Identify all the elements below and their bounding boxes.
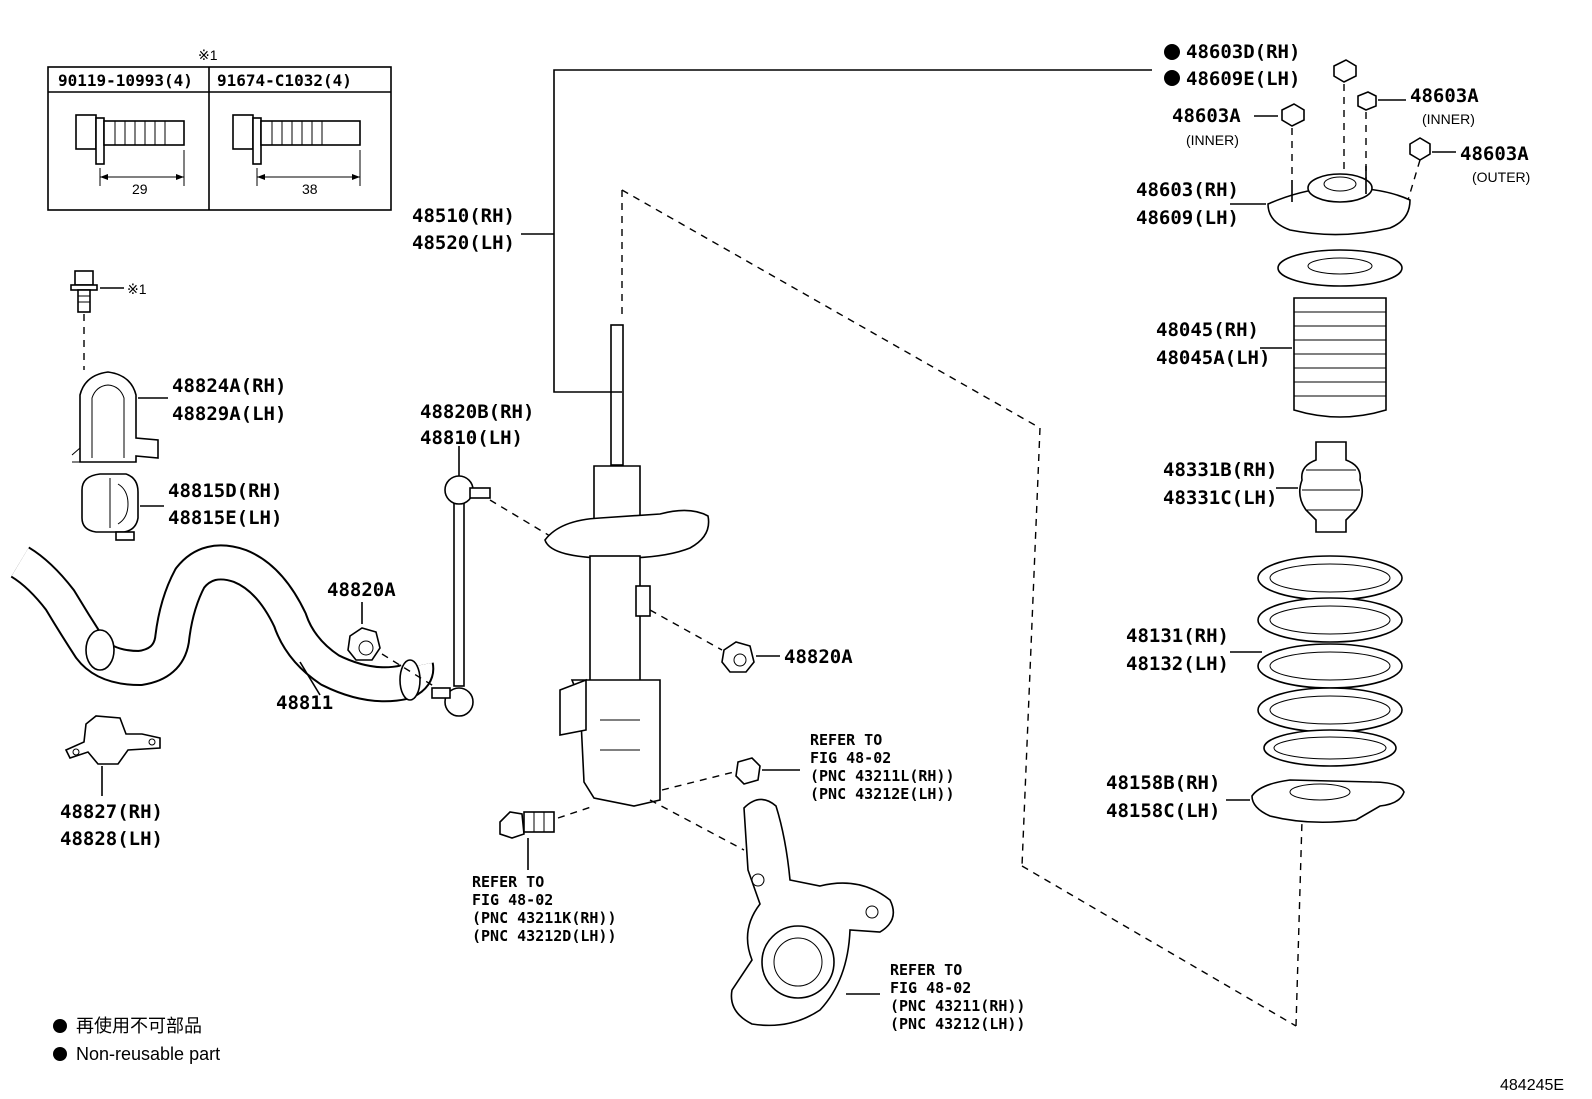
label-inner-left-note: (INNER) (1186, 132, 1239, 148)
label-48520-lh: 48520(LH) (412, 232, 515, 254)
label-48603a-inner-left: 48603A (1172, 105, 1241, 127)
label-48158c-lh: 48158C(LH) (1106, 800, 1220, 822)
nut-48820a-right-icon (721, 641, 755, 673)
stabilizer-bushing-icon (81, 473, 139, 541)
stabilizer-link-icon (431, 475, 491, 717)
stabilizer-bracket-lower-icon (64, 715, 161, 765)
label-48815e-lh: 48815E(LH) (168, 507, 282, 529)
mount-nut-center-icon (1333, 59, 1357, 83)
bolt-table-col2-part: 91674-C1032(4) (217, 71, 352, 90)
label-48603d-rh: 48603D(RH) (1186, 41, 1300, 63)
coil-spring-icon (1257, 555, 1403, 767)
bolt-29-icon (75, 114, 185, 186)
legend-text-jp: 再使用不可部品 (76, 1016, 202, 1036)
label-48820a-right: 48820A (784, 646, 853, 668)
label-48820b-rh: 48820B(RH) (420, 401, 534, 423)
label-48331b-rh: 48331B(RH) (1163, 459, 1277, 481)
strut-assembly-icon (544, 324, 710, 807)
stabilizer-bracket-upper-icon (71, 371, 159, 463)
stabilizer-bolt-icon (70, 270, 98, 370)
label-48815d-rh: 48815D(RH) (168, 480, 282, 502)
strut-mount-icon (1267, 166, 1411, 236)
label-inner-right-note: (INNER) (1422, 111, 1475, 127)
bolt-table: ※1 90119-10993(4) 91674-C1032(4) 29 (47, 47, 392, 211)
label-48810-lh: 48810(LH) (420, 427, 523, 449)
ref-bolt-line4: (PNC 43212D(LH)) (472, 927, 617, 945)
mount-nut-inner-left-icon (1281, 103, 1305, 127)
label-48824a-rh: 48824A(RH) (172, 375, 286, 397)
label-48510-rh: 48510(RH) (412, 205, 515, 227)
non-reusable-dot-1 (1164, 44, 1180, 60)
bolt-table-col1-length: 29 (132, 181, 148, 197)
stabilizer-bolt-note: ※1 (127, 281, 147, 297)
figure-id: 484245E (1500, 1077, 1564, 1094)
legend-text-en: Non-reusable part (76, 1044, 220, 1064)
label-48603a-inner-right: 48603A (1410, 85, 1479, 107)
ref-upper-line2: FIG 48-02 (810, 749, 891, 767)
stabilizer-bar-icon (10, 544, 435, 703)
spring-boot-icon (1277, 249, 1403, 418)
ref-upper-line1: REFER TO (810, 731, 882, 749)
ref-knuckle-line1: REFER TO (890, 961, 962, 979)
mount-nut-outer-icon (1409, 137, 1431, 161)
label-48827-rh: 48827(RH) (60, 801, 163, 823)
strut-nut-icon (735, 757, 761, 785)
label-48132-lh: 48132(LH) (1126, 653, 1229, 675)
legend-dot-en (53, 1047, 67, 1061)
ref-bolt-line2: FIG 48-02 (472, 891, 553, 909)
mount-nut-inner-right-icon (1357, 91, 1377, 111)
label-48828-lh: 48828(LH) (60, 828, 163, 850)
ref-knuckle-line3: (PNC 43211(RH)) (890, 997, 1025, 1015)
label-outer-note: (OUTER) (1472, 169, 1530, 185)
ref-upper-line4: (PNC 43212E(LH)) (810, 785, 955, 803)
label-48820a-left: 48820A (327, 579, 396, 601)
label-48331c-lh: 48331C(LH) (1163, 487, 1277, 509)
label-48045a-lh: 48045A(LH) (1156, 347, 1270, 369)
lower-spring-seat-icon (1251, 779, 1405, 824)
bolt-table-frame (47, 66, 392, 211)
ref-upper-line3: (PNC 43211L(RH)) (810, 767, 955, 785)
bolt-table-note-mark: ※1 (198, 47, 218, 63)
legend-dot-jp (53, 1019, 67, 1033)
label-48131-rh: 48131(RH) (1126, 625, 1229, 647)
ref-bolt-line3: (PNC 43211K(RH)) (472, 909, 617, 927)
nut-48820a-left-icon (347, 627, 381, 661)
bolt-table-col1-part: 90119-10993(4) (58, 71, 193, 90)
non-reusable-dot-2 (1164, 70, 1180, 86)
steering-knuckle-icon (730, 798, 895, 1027)
bump-stopper-icon (1298, 441, 1364, 533)
label-48811: 48811 (276, 692, 333, 714)
ref-knuckle-line2: FIG 48-02 (890, 979, 971, 997)
label-48603-rh: 48603(RH) (1136, 179, 1239, 201)
ref-bolt-line1: REFER TO (472, 873, 544, 891)
label-48158b-rh: 48158B(RH) (1106, 772, 1220, 794)
label-48045-rh: 48045(RH) (1156, 319, 1259, 341)
bolt-38-icon (232, 114, 361, 186)
label-48829a-lh: 48829A(LH) (172, 403, 286, 425)
bolt-table-col2-length: 38 (302, 181, 318, 197)
ref-knuckle-line4: (PNC 43212(LH)) (890, 1015, 1025, 1033)
label-48609e-lh: 48609E(LH) (1186, 68, 1300, 90)
legend: 再使用不可部品 Non-reusable part (53, 1016, 220, 1064)
label-48609-lh: 48609(LH) (1136, 207, 1239, 229)
label-48603a-outer: 48603A (1460, 143, 1529, 165)
strut-bolt-icon (499, 811, 555, 839)
